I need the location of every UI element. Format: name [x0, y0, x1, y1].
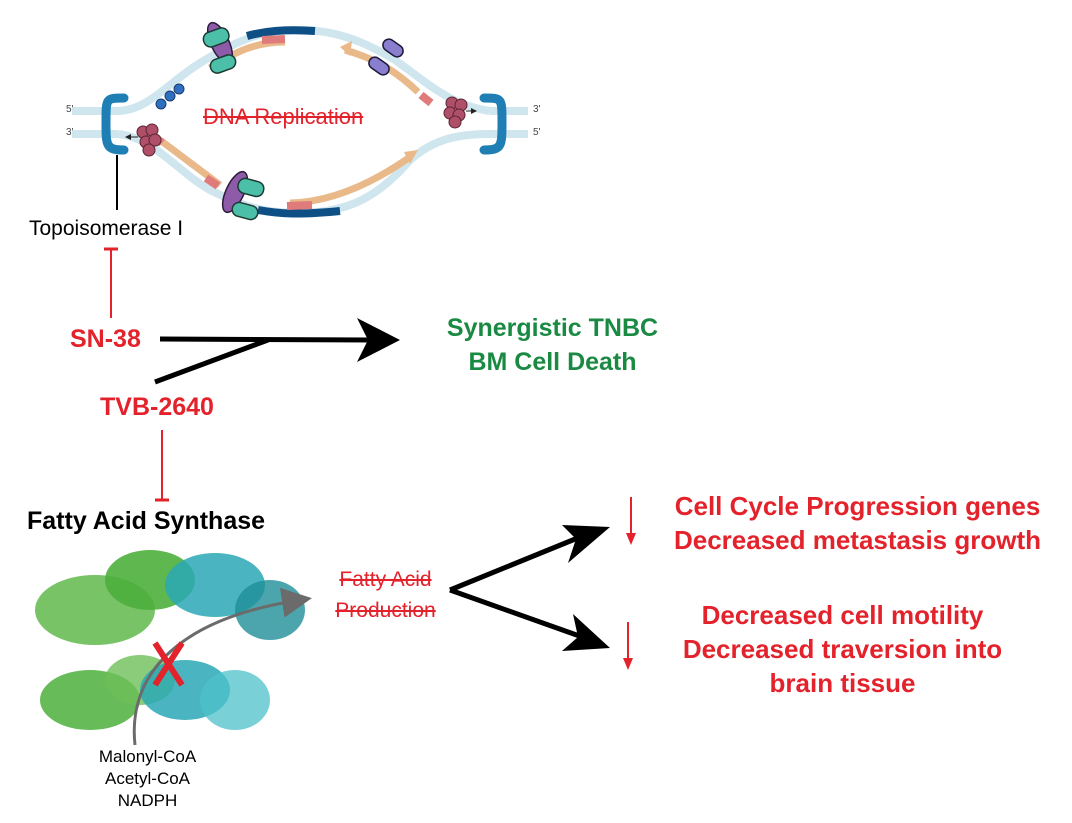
branch-arrow-up [449, 525, 610, 593]
effect-line: Decreased cell motility [701, 600, 984, 630]
effect-line: Decreased traversion into [682, 634, 1003, 664]
effect-line: Decreased metastasis growth [673, 525, 1042, 555]
effect-cell-cycle: Cell Cycle Progression genes Decreased m… [650, 489, 1065, 557]
down-arrow-icon [626, 497, 636, 545]
outcome-line-1: Synergistic TNBC [446, 314, 659, 342]
ssb-protein [173, 83, 185, 95]
helicase-right [443, 96, 477, 129]
substrate-item: NADPH [117, 791, 178, 810]
ssb-protein [164, 90, 176, 102]
rna-primer [418, 91, 434, 107]
fatty-acid-production-label: Fatty Acid Production [318, 564, 453, 626]
topoisomerase-label: Topoisomerase I [29, 217, 184, 240]
outcome-label: Synergistic TNBC BM Cell Death [420, 311, 685, 379]
dna-dark-segment-bottom [257, 206, 341, 218]
fasn-title: Fatty Acid Synthase [27, 507, 266, 535]
dna-dark-segment-top [245, 26, 316, 40]
fatty-acid-production-line-1: Fatty Acid [339, 568, 432, 591]
strand-label-3prime-left: 3' [66, 127, 74, 138]
effect-motility: Decreased cell motility Decreased traver… [655, 598, 1030, 700]
strand-label-3prime-right: 3' [533, 104, 541, 115]
primase [368, 56, 390, 76]
sn38-inhibits-topoisomerase [104, 247, 118, 318]
rna-primer [203, 174, 221, 190]
down-arrow-icon [623, 622, 633, 670]
substrates-list: Malonyl-CoA Acetyl-CoA NADPH [80, 746, 215, 812]
sliding-clamp [202, 27, 230, 48]
helicase-left [125, 123, 162, 157]
outcome-line-2: BM Cell Death [468, 348, 637, 376]
topoisomerase-right-icon [479, 93, 507, 155]
fatty-acid-production-line-2: Production [335, 599, 436, 622]
ssb-protein [155, 98, 167, 110]
sliding-clamp [237, 177, 265, 198]
strand-label-5prime-right: 5' [533, 127, 541, 138]
effect-line: Cell Cycle Progression genes [674, 491, 1041, 521]
block-x-icon [152, 641, 185, 687]
rna-primer [286, 201, 313, 210]
topoisomerase-left-icon [101, 93, 129, 155]
strand-label-5prime-left: 5' [66, 104, 74, 115]
rna-primer [261, 35, 286, 44]
substrate-item: Malonyl-CoA [98, 747, 197, 766]
dna-replication-illustration [72, 21, 528, 221]
branch-arrow-down [449, 587, 610, 651]
drug-sn38-label: SN-38 [70, 325, 141, 353]
sliding-clamp [231, 201, 259, 221]
tvb2640-inhibits-fasn [155, 430, 169, 502]
effect-line: brain tissue [769, 668, 916, 698]
drug-tvb2640-label: TVB-2640 [100, 393, 214, 421]
substrate-item: Acetyl-CoA [104, 769, 191, 788]
dna-replication-title: DNA Replication [203, 104, 364, 129]
okazaki-arrowhead [340, 41, 352, 56]
fatty-acid-synthase-structure [35, 550, 305, 730]
synergy-arrow [154, 318, 400, 385]
leading-arrowhead [404, 150, 418, 164]
sliding-clamp [209, 54, 237, 74]
primase [382, 38, 404, 58]
